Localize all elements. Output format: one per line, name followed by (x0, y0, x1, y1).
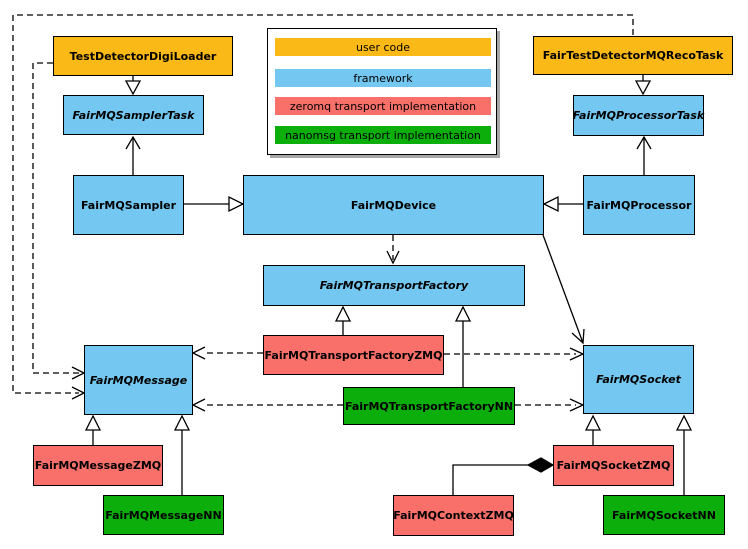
class-box-fairmqmessagezmq: FairMQMessageZMQ (33, 445, 163, 486)
edge-processor-processortask (636, 135, 652, 175)
edge-tfzmq-transportfactory (334, 305, 352, 335)
class-box-fairmqsocketzmq: FairMQSocketZMQ (553, 445, 674, 486)
class-box-fairmqcontextzmq: FairMQContextZMQ (393, 495, 514, 536)
legend: user code framework zeromq transport imp… (267, 28, 497, 155)
edge-sampler-device (184, 195, 245, 213)
class-box-fairmqprocessor: FairMQProcessor (583, 175, 695, 235)
edge-tfnn-transportfactory (454, 305, 472, 387)
legend-item-user-code: user code (275, 38, 491, 56)
legend-item-nanomsg: nanomsg transport implementation (275, 126, 491, 144)
class-box-fairmqmessagenn: FairMQMessageNN (103, 495, 224, 535)
legend-item-framework: framework (275, 69, 491, 87)
legend-item-zeromq: zeromq transport implementation (275, 97, 491, 115)
class-box-testdetectordigiloader: TestDetectorDigiLoader (53, 36, 233, 76)
edge-digiloader-samplertask (124, 76, 142, 96)
edge-device-socket (542, 234, 585, 345)
edge-processor-device (542, 195, 583, 213)
edge-messagenn-message (173, 414, 191, 495)
class-box-fairmqmessage: FairMQMessage (84, 345, 193, 415)
class-box-fairtestdetectormqrecotask: FairTestDetectorMQRecoTask (533, 36, 733, 75)
edge-sampler-samplertask (125, 135, 141, 175)
edge-socketnn-socket (675, 414, 693, 495)
edge-tfzmq-message (191, 346, 263, 360)
class-box-fairmqsocket: FairMQSocket (583, 345, 694, 414)
class-box-fairmqsampler: FairMQSampler (73, 175, 184, 235)
edge-tfnn-socket (515, 398, 585, 412)
class-box-fairmqdevice: FairMQDevice (243, 175, 544, 235)
edge-tfnn-message (191, 398, 343, 412)
edge-device-transportfactory (386, 235, 400, 265)
edge-messagezmq-message (84, 414, 102, 445)
class-box-fairmqtransportfactorynn: FairMQTransportFactoryNN (343, 387, 515, 425)
edge-socketzmq-socket (584, 414, 602, 445)
class-box-fairmqprocessortask: FairMQProcessorTask (573, 95, 704, 136)
class-box-fairmqsamplertask: FairMQSamplerTask (63, 95, 204, 135)
class-box-fairmqsocketnn: FairMQSocketNN (603, 495, 725, 535)
class-box-fairmqtransportfactory: FairMQTransportFactory (263, 265, 525, 306)
edge-contextzmq-socketzmq (452, 457, 555, 495)
class-box-fairmqtransportfactoryzmq: FairMQTransportFactoryZMQ (263, 335, 444, 375)
edge-tfzmq-socket (444, 347, 585, 361)
edge-recotask-processortask (634, 75, 652, 96)
